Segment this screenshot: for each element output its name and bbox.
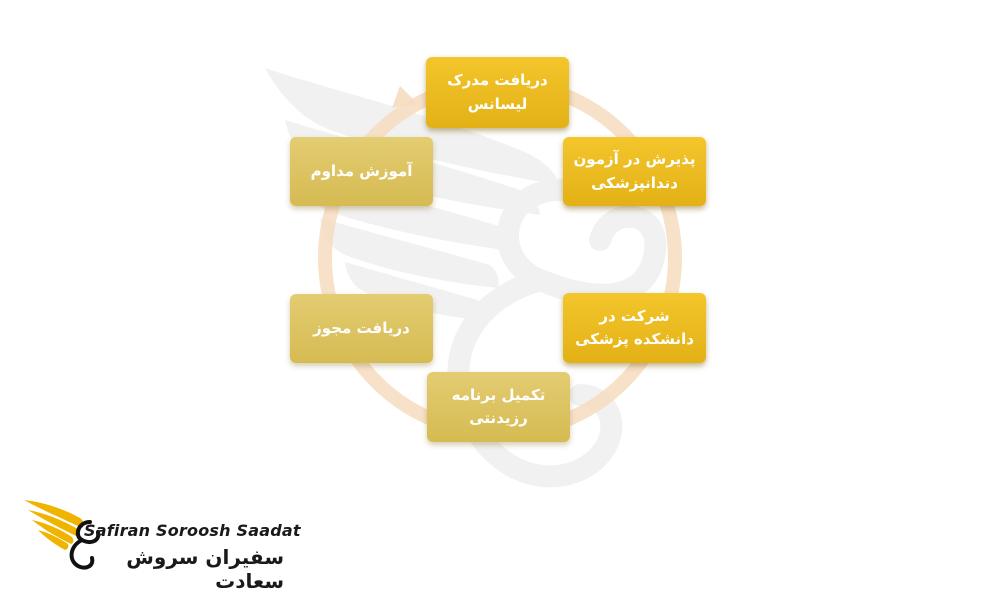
logo-english-text: Safiran Soroosh Saadat bbox=[84, 521, 301, 540]
step-label-line1: شرکت در bbox=[599, 306, 670, 325]
step-label-line2: دانشکده پزشکی bbox=[575, 330, 694, 348]
step-label-line1: دریافت مدرک bbox=[447, 71, 548, 90]
step-label-line1: دریافت مجوز bbox=[313, 318, 410, 337]
step-label-line2: دندانپزشکی bbox=[591, 173, 678, 192]
step-label-line1: آموزش مداوم bbox=[310, 161, 413, 180]
step-box-license: دریافت مجوز bbox=[290, 294, 433, 363]
step-label-line1: پذیرش در آزمون bbox=[573, 150, 696, 169]
step-label-line2: لیسانس bbox=[467, 94, 528, 113]
step-box-continuing-education: آموزش مداوم bbox=[290, 137, 433, 206]
cycle-arrowhead-icon bbox=[392, 86, 418, 108]
logo-persian-text: سفیران سروش سعادت bbox=[126, 545, 284, 593]
step-label-line2: رزیدنتی bbox=[469, 409, 528, 427]
step-box-residency: تکمیل برنامه رزیدنتی bbox=[427, 372, 570, 442]
step-box-medical-school: شرکت در دانشکده پزشکی bbox=[563, 293, 706, 363]
step-label-line1: تکمیل برنامه bbox=[451, 385, 546, 404]
step-box-bachelor-degree: دریافت مدرک لیسانس bbox=[426, 57, 569, 128]
winged-s-logo-icon bbox=[24, 500, 101, 570]
step-box-dental-exam: پذیرش در آزمون دندانپزشکی bbox=[563, 137, 706, 206]
